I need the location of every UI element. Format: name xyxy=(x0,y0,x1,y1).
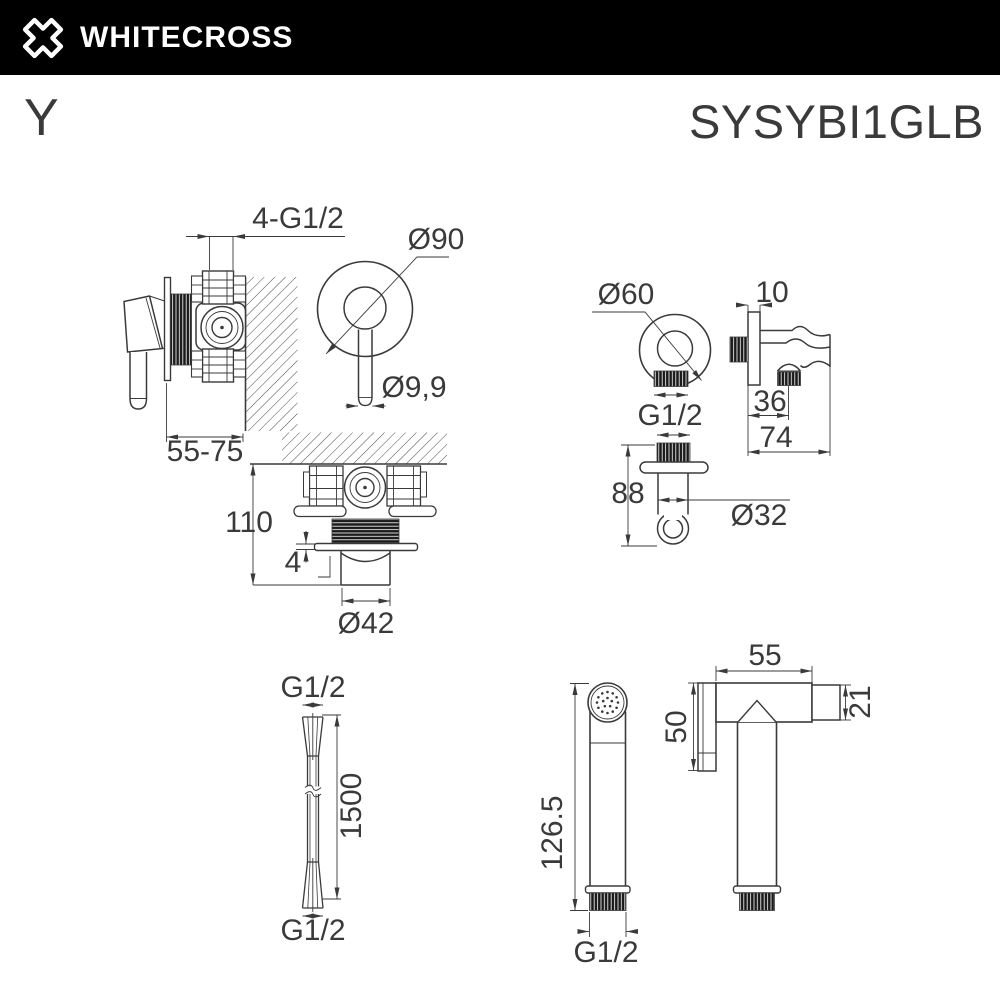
dim-hose-top-thread: G1/2 xyxy=(280,671,346,704)
dim-mixer-front-handle: Ø9,9 xyxy=(381,371,447,404)
brand-name: WHITECROSS xyxy=(80,20,294,54)
dim-outlet-side-plate: 10 xyxy=(755,276,789,309)
dim-holder-height: 88 xyxy=(611,477,645,510)
dim-mixer-bottom-spout: Ø42 xyxy=(337,607,395,640)
dim-outlet-side-total: 74 xyxy=(759,421,793,454)
spray-face-nozzles xyxy=(595,690,620,715)
dim-mixer-front-plate: Ø90 xyxy=(407,223,465,256)
view-hose xyxy=(301,702,341,919)
view-mixer-bottom xyxy=(250,432,447,606)
brand-header: WHITECROSS xyxy=(0,0,1000,75)
dim-handspray-spout: 21 xyxy=(844,685,877,719)
view-outlet-side xyxy=(729,302,831,456)
dim-handspray-height: 126.5 xyxy=(536,795,569,871)
mixer-handle xyxy=(123,295,165,410)
dim-outlet-front-thread: G1/2 xyxy=(637,399,703,432)
dim-hose-bottom-thread: G1/2 xyxy=(280,914,346,947)
whitecross-logo-icon xyxy=(22,17,64,58)
model-number: SYSYBI1GLB xyxy=(689,95,984,148)
dim-hose-length: 1500 xyxy=(335,772,368,840)
dim-handspray-thread: G1/2 xyxy=(573,936,639,969)
dim-outlet-front-plate: Ø60 xyxy=(597,278,655,311)
view-holder xyxy=(621,442,790,547)
view-handspray-front xyxy=(570,682,638,937)
view-outlet-front xyxy=(592,311,712,438)
dim-handspray-head-height: 50 xyxy=(660,710,693,744)
view-mixer-side xyxy=(123,234,345,442)
dim-mixer-bottom-plate: 4 xyxy=(284,546,302,579)
dim-mixer-side-ports: 4-G1/2 xyxy=(252,202,344,235)
dim-handspray-head-length: 55 xyxy=(748,639,782,672)
series-label: Y xyxy=(24,89,59,147)
dim-mixer-bottom-height: 110 xyxy=(225,506,273,539)
dim-outlet-side-cone: 36 xyxy=(753,385,787,418)
dim-holder-clip: Ø32 xyxy=(730,499,788,532)
dim-mixer-side-depth: 55-75 xyxy=(166,435,244,468)
view-handspray-side xyxy=(688,666,851,911)
view-mixer-front xyxy=(316,256,449,409)
